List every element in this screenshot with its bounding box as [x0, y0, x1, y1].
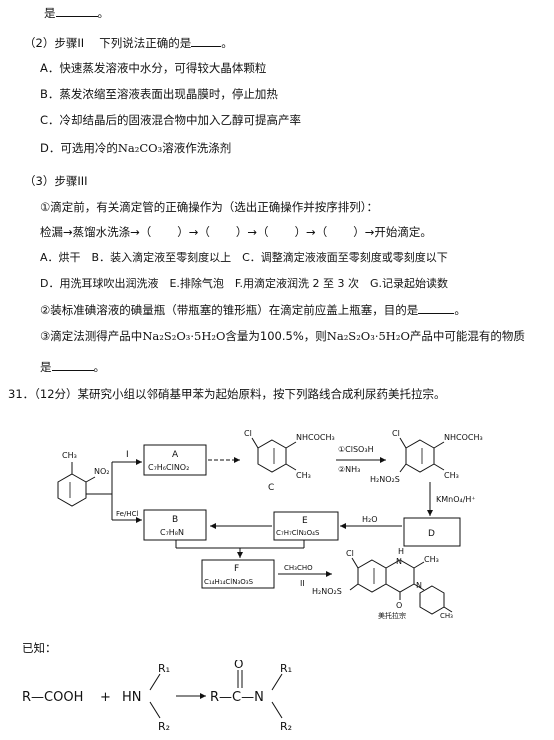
- q3-item1: ①滴定前，有关滴定管的正确操作为（选出正确操作并按序排列）：: [40, 200, 379, 214]
- q3-sequence: 检漏→蒸馏水洗涤→（ ）→（ ）→（ ）→（ ）→开始滴定。: [40, 224, 432, 240]
- q3-item3: ③滴定法测得产品中Na₂S₂O₃·5H₂O含量为100.5%，则Na₂S₂O₃·…: [40, 328, 525, 344]
- m-h: H: [398, 547, 404, 556]
- q3-stem: （3）步骤III: [24, 174, 88, 188]
- box-a-label: A: [172, 450, 179, 460]
- box-f-formula: C₁₄H₁₄ClN₃O₃S: [204, 578, 254, 586]
- seq-start: 检漏→蒸馏水洗涤→（: [40, 225, 152, 239]
- sulfonamide-ring: [405, 439, 435, 473]
- r1b: R₁: [280, 662, 292, 675]
- q3-item2: ②装标准碘溶液的碘量瓶（带瓶塞的锥形瓶）在滴定前应盖上瓶塞，目的是 。: [40, 301, 466, 318]
- q3-item2-blank[interactable]: [418, 301, 455, 314]
- answer-blank[interactable]: [55, 4, 98, 17]
- q2-answer-blank[interactable]: [191, 34, 222, 47]
- synthesis-scheme: CH₃ NO₂ A C₇H₆ClNO₂ I Cl NHCOCH₃ CH₃ C ①…: [57, 429, 483, 620]
- c-cl: Cl: [244, 429, 252, 438]
- r2: R₂: [158, 720, 170, 733]
- m-n1: N: [396, 557, 402, 566]
- m-ch3a: CH₃: [424, 555, 439, 564]
- box-d: [403, 517, 461, 547]
- q3-options-1: A．烘干 B．装入滴定液至零刻度以上 C．调整滴定液液面至零刻度或零刻度以下: [40, 251, 448, 264]
- c-nhcoch3: NHCOCH₃: [296, 433, 335, 442]
- p-so2: H₂NO₂S: [370, 475, 400, 484]
- h2o-label: H₂O: [362, 515, 378, 524]
- reagent-2: ②NH₃: [338, 465, 360, 474]
- p-ch3: CH₃: [444, 471, 459, 480]
- q3-item3-end: 。: [93, 360, 106, 374]
- metolazone-ring-a: [357, 559, 387, 593]
- q3-item2-text: ②装标准碘溶液的碘量瓶（带瓶塞的锥形瓶）在滴定前应盖上瓶塞，目的是: [40, 303, 419, 317]
- prev-end: 。: [97, 6, 110, 20]
- q2-option-c: C．冷却结晶后的固液混合物中加入乙醇可提高产率: [40, 113, 302, 127]
- hn: HN: [122, 690, 142, 705]
- box-a: [143, 444, 207, 476]
- fe-hcl-label: Fe/HCl: [116, 510, 138, 518]
- seq-mid: ）→（: [235, 225, 269, 239]
- prev-answer-line: 是。: [44, 4, 109, 21]
- box-f-label: F: [234, 564, 239, 574]
- box-f: [201, 559, 275, 589]
- known-title: 已知：: [22, 641, 57, 655]
- start-ch3: CH₃: [62, 451, 77, 460]
- q2-option-d: D．可选用冷的Na₂CO₃溶液作洗涤剂: [40, 140, 231, 156]
- prev-lead: 是: [44, 6, 56, 20]
- m-o: O: [396, 601, 402, 610]
- q2-d-chem: Na₂CO₃: [117, 141, 163, 155]
- m-ch3b: CH₃: [440, 612, 453, 620]
- arrow-i-label: I: [126, 450, 129, 460]
- start-benzene-ring: [57, 473, 87, 507]
- ch3cho-label: CH₃CHO: [284, 564, 313, 572]
- metolazone-name: 美托拉宗: [378, 611, 406, 620]
- r-prod: R—C—N: [210, 690, 264, 705]
- plus-sign: +: [100, 690, 111, 705]
- q3-item3-mid: 含量为100.5%，则: [225, 329, 327, 343]
- p-cl: Cl: [392, 429, 400, 438]
- q3-item3-post: 产品中可能混有的物质: [409, 329, 525, 343]
- r1: R₁: [158, 662, 170, 675]
- metolazone-ring-c: [419, 585, 445, 615]
- q2-d-pre: D．可选用冷的: [40, 141, 118, 155]
- box-e: [273, 511, 339, 541]
- box-b: [143, 509, 207, 541]
- q3-item3-pre: ③滴定法测得产品中: [40, 329, 143, 343]
- q3-item3-chem1: Na₂S₂O₃·5H₂O: [142, 329, 226, 343]
- q3-item3-lead: 是: [40, 360, 52, 374]
- q3-item3-chem2: Na₂S₂O₃·5H₂O: [326, 329, 410, 343]
- q3-item3-answer: 是。: [40, 358, 105, 375]
- q2-d-post: 溶液作洗涤剂: [162, 141, 232, 155]
- kmno4-label: KMnO₄/H⁺: [436, 495, 476, 504]
- compound-c-ring: [257, 439, 287, 473]
- p-nhcoch3: NHCOCH₃: [444, 433, 483, 442]
- box-d-label: D: [428, 529, 435, 539]
- m-n2: N: [416, 581, 422, 590]
- q2-end: 。: [221, 36, 233, 50]
- q31-stem: 31．（12分）某研究小组以邻硝基甲苯为起始原料，按下列路线合成利尿药美托拉宗。: [8, 387, 446, 401]
- box-b-formula: C₇H₈N: [160, 528, 184, 537]
- seq-mid: ）→（: [294, 225, 328, 239]
- box-e-formula: C₇H₇ClN₂O₄S: [276, 529, 320, 537]
- q2-stem: （2）步骤II 下列说法正确的是 。: [24, 34, 233, 51]
- o-atom: O: [234, 660, 243, 671]
- arrow-ii-label: II: [300, 579, 305, 588]
- reagent-1: ①ClSO₃H: [338, 445, 374, 454]
- box-e-label: E: [302, 516, 308, 526]
- start-no2: NO₂: [94, 467, 110, 476]
- box-a-formula: C₇H₆ClNO₂: [148, 463, 189, 472]
- m-cl: Cl: [346, 549, 354, 558]
- m-so2: H₂NO₂S: [312, 587, 342, 596]
- q2-option-b: B．蒸发浓缩至溶液表面出现晶膜时，停止加热: [40, 87, 278, 101]
- seq-mid: ）→（: [177, 225, 210, 239]
- q3-item3-blank[interactable]: [51, 358, 94, 371]
- seq-end: ）→开始滴定。: [353, 225, 432, 239]
- r-cooh: R—COOH: [22, 690, 83, 705]
- q3-options-2: D．用洗耳球吹出润洗液 E.排除气泡 F.用滴定液润洗 2 至 3 次 G.记录…: [40, 277, 448, 290]
- q2-stem-text: （2）步骤II 下列说法正确的是: [24, 36, 192, 50]
- q3-item2-end: 。: [454, 303, 466, 317]
- box-b-label: B: [172, 515, 178, 525]
- compound-c-label: C: [268, 483, 274, 493]
- known-reaction: R—COOH + HN R₁ R₂ O R—C—N R₁ R₂: [22, 660, 292, 733]
- c-ch3: CH₃: [296, 471, 311, 480]
- q2-option-a: A．快速蒸发溶液中水分，可得较大晶体颗粒: [40, 61, 267, 75]
- r2b: R₂: [280, 720, 292, 733]
